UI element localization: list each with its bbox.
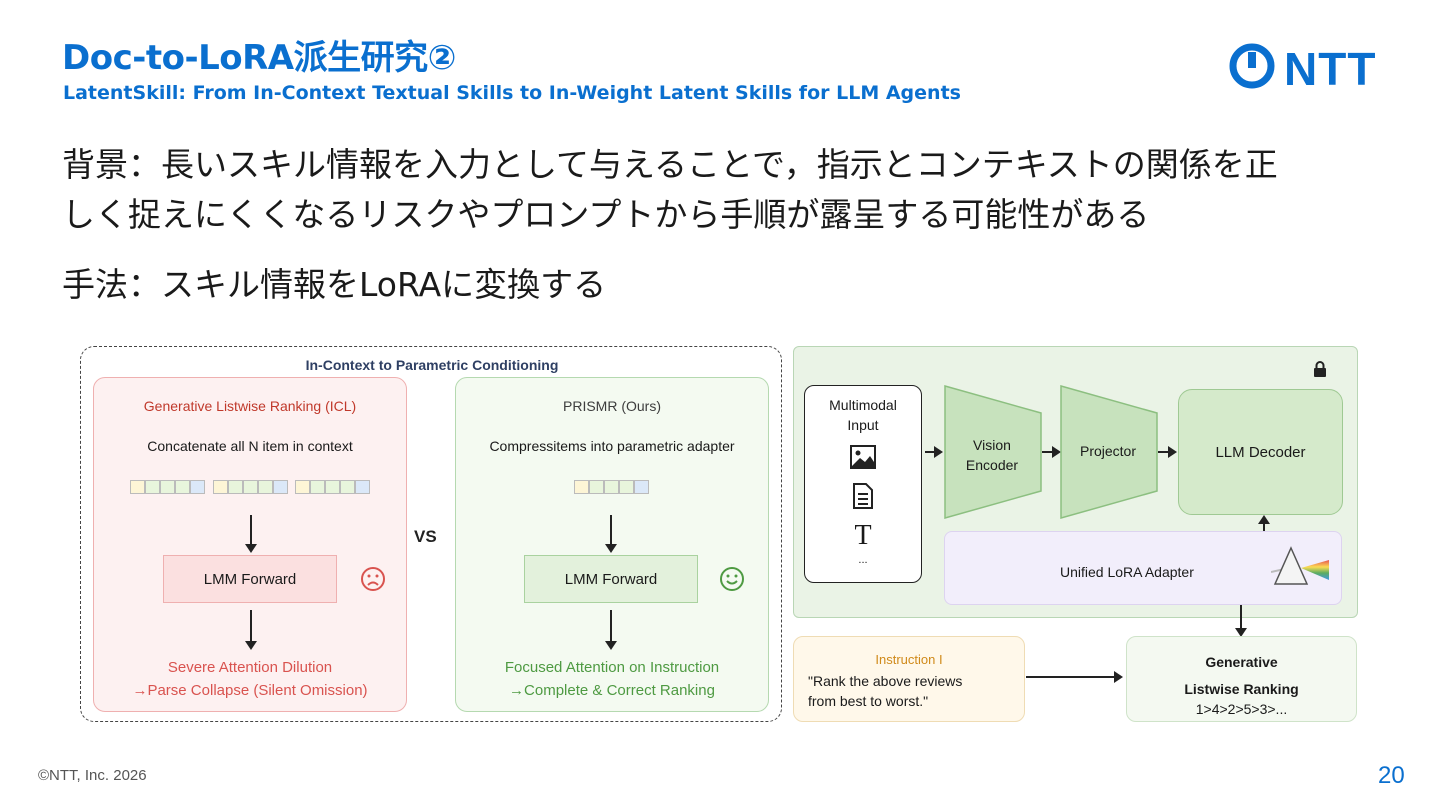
projector-label: Projector [1079, 443, 1137, 459]
input-ellipsis: ... [858, 554, 868, 566]
prismr-outcome: Focused Attention on Instruction →Comple… [456, 656, 768, 702]
ntt-logo-mark-icon [1229, 43, 1275, 89]
multimodal-input-box: Multimodal Input T ... [804, 385, 922, 583]
arrow-down [245, 515, 257, 553]
icl-panel-title: Generative Listwise Ranking (ICL) [143, 398, 357, 414]
prism-icon [1271, 546, 1329, 585]
output-ranking: 1>4>2>5>3>... [1195, 701, 1288, 717]
lora-adapter-box: Unified LoRA Adapter [944, 531, 1342, 605]
icl-outcome: Severe Attention Dilution →Parse Collaps… [94, 656, 406, 702]
token-group-3 [295, 480, 370, 496]
arrow-right [1026, 671, 1123, 683]
output-title-line2: Listwise Ranking [1184, 681, 1299, 697]
prismr-outcome-line2: →Complete & Correct Ranking [509, 682, 715, 699]
icl-outcome-line2: →Parse Collapse (Silent Omission) [132, 682, 368, 699]
logo-text: NTT [1284, 43, 1377, 95]
ntt-logo: NTT [1228, 40, 1388, 95]
input-label-1: Multimodal [829, 397, 897, 413]
vision-label-1: Vision [973, 437, 1011, 453]
slide-title: Doc-to-LoRA派生研究② [62, 38, 456, 78]
vision-encoder-shape [944, 385, 1042, 519]
instruction-text-line1: "Rank the above reviews [808, 673, 963, 689]
prismr-panel-desc: Compressitems into parametric adapter [489, 438, 735, 454]
lock-icon [1314, 361, 1326, 377]
sad-face-icon [361, 567, 385, 591]
prismr-outcome-line1: Focused Attention on Instruction [504, 659, 720, 676]
vision-label-2: Encoder [965, 457, 1019, 473]
prismr-panel: PRISMR (Ours) Compressitems into paramet… [455, 377, 769, 712]
arrow-down [245, 610, 257, 650]
arrow-right [925, 446, 943, 458]
vs-label: VS [414, 527, 437, 546]
output-title-line1: Generative [1205, 654, 1278, 670]
smile-face-icon [720, 567, 744, 591]
prismr-forward-box: LMM Forward [524, 555, 698, 603]
background-text-line1: 背景：長いスキル情報を入力として与えることで，指示とコンテキストの関係を正 [62, 145, 1278, 184]
text-glyph-icon: T [854, 520, 872, 551]
slide-subtitle: LatentSkill: From In-Context Textual Ski… [63, 82, 961, 104]
icl-panel-desc: Concatenate all N item in context [147, 438, 353, 454]
icl-forward-box: LMM Forward [163, 555, 337, 603]
instruction-title: Instruction I [875, 652, 943, 667]
document-icon [853, 483, 873, 509]
token-group-2 [213, 480, 288, 496]
instruction-box: Instruction I "Rank the above reviews fr… [793, 636, 1025, 722]
frame-title: In-Context to Parametric Conditioning [305, 357, 559, 373]
icl-outcome-line1: Severe Attention Dilution [167, 659, 333, 676]
prismr-panel-title: PRISMR (Ours) [563, 398, 661, 414]
comparison-frame: In-Context to Parametric Conditioning Ge… [80, 346, 782, 722]
arrow-down [605, 515, 617, 553]
token-group-1 [130, 480, 205, 496]
arrow-down [1235, 605, 1247, 637]
latentskill-figure: In-Context to Parametric Conditioning Ge… [80, 345, 1360, 725]
arrow-right [1158, 446, 1177, 458]
output-title: Generative Listwise Ranking [1127, 649, 1356, 703]
page-number: 20 [1378, 762, 1405, 789]
image-icon [850, 445, 876, 469]
arrow-right [1042, 446, 1061, 458]
background-text-line2: しく捉えにくくなるリスクやプロンプトから手順が露呈する可能性がある [62, 195, 1150, 234]
projector-shape [1060, 385, 1158, 519]
instruction-text: "Rank the above reviews from best to wor… [808, 671, 962, 711]
multimodal-input-label: Multimodal Input [805, 395, 921, 435]
icl-panel: Generative Listwise Ranking (ICL) Concat… [93, 377, 407, 712]
lora-adapter-label: Unified LoRA Adapter [1060, 564, 1194, 580]
llm-decoder-box: LLM Decoder [1178, 389, 1343, 515]
instruction-text-line2: from best to worst." [808, 693, 929, 709]
vision-encoder-label: Vision Encoder [944, 435, 1040, 475]
input-label-2: Input [847, 417, 879, 433]
method-text: 手法：スキル情報をLoRAに変換する [62, 265, 607, 304]
copyright: ©NTT, Inc. 2026 [38, 767, 147, 784]
token-group-compressed [574, 480, 649, 496]
arrow-up [1263, 517, 1265, 531]
output-box: Generative Listwise Ranking 1>4>2>5>3>..… [1126, 636, 1357, 722]
arrow-down [605, 610, 617, 650]
